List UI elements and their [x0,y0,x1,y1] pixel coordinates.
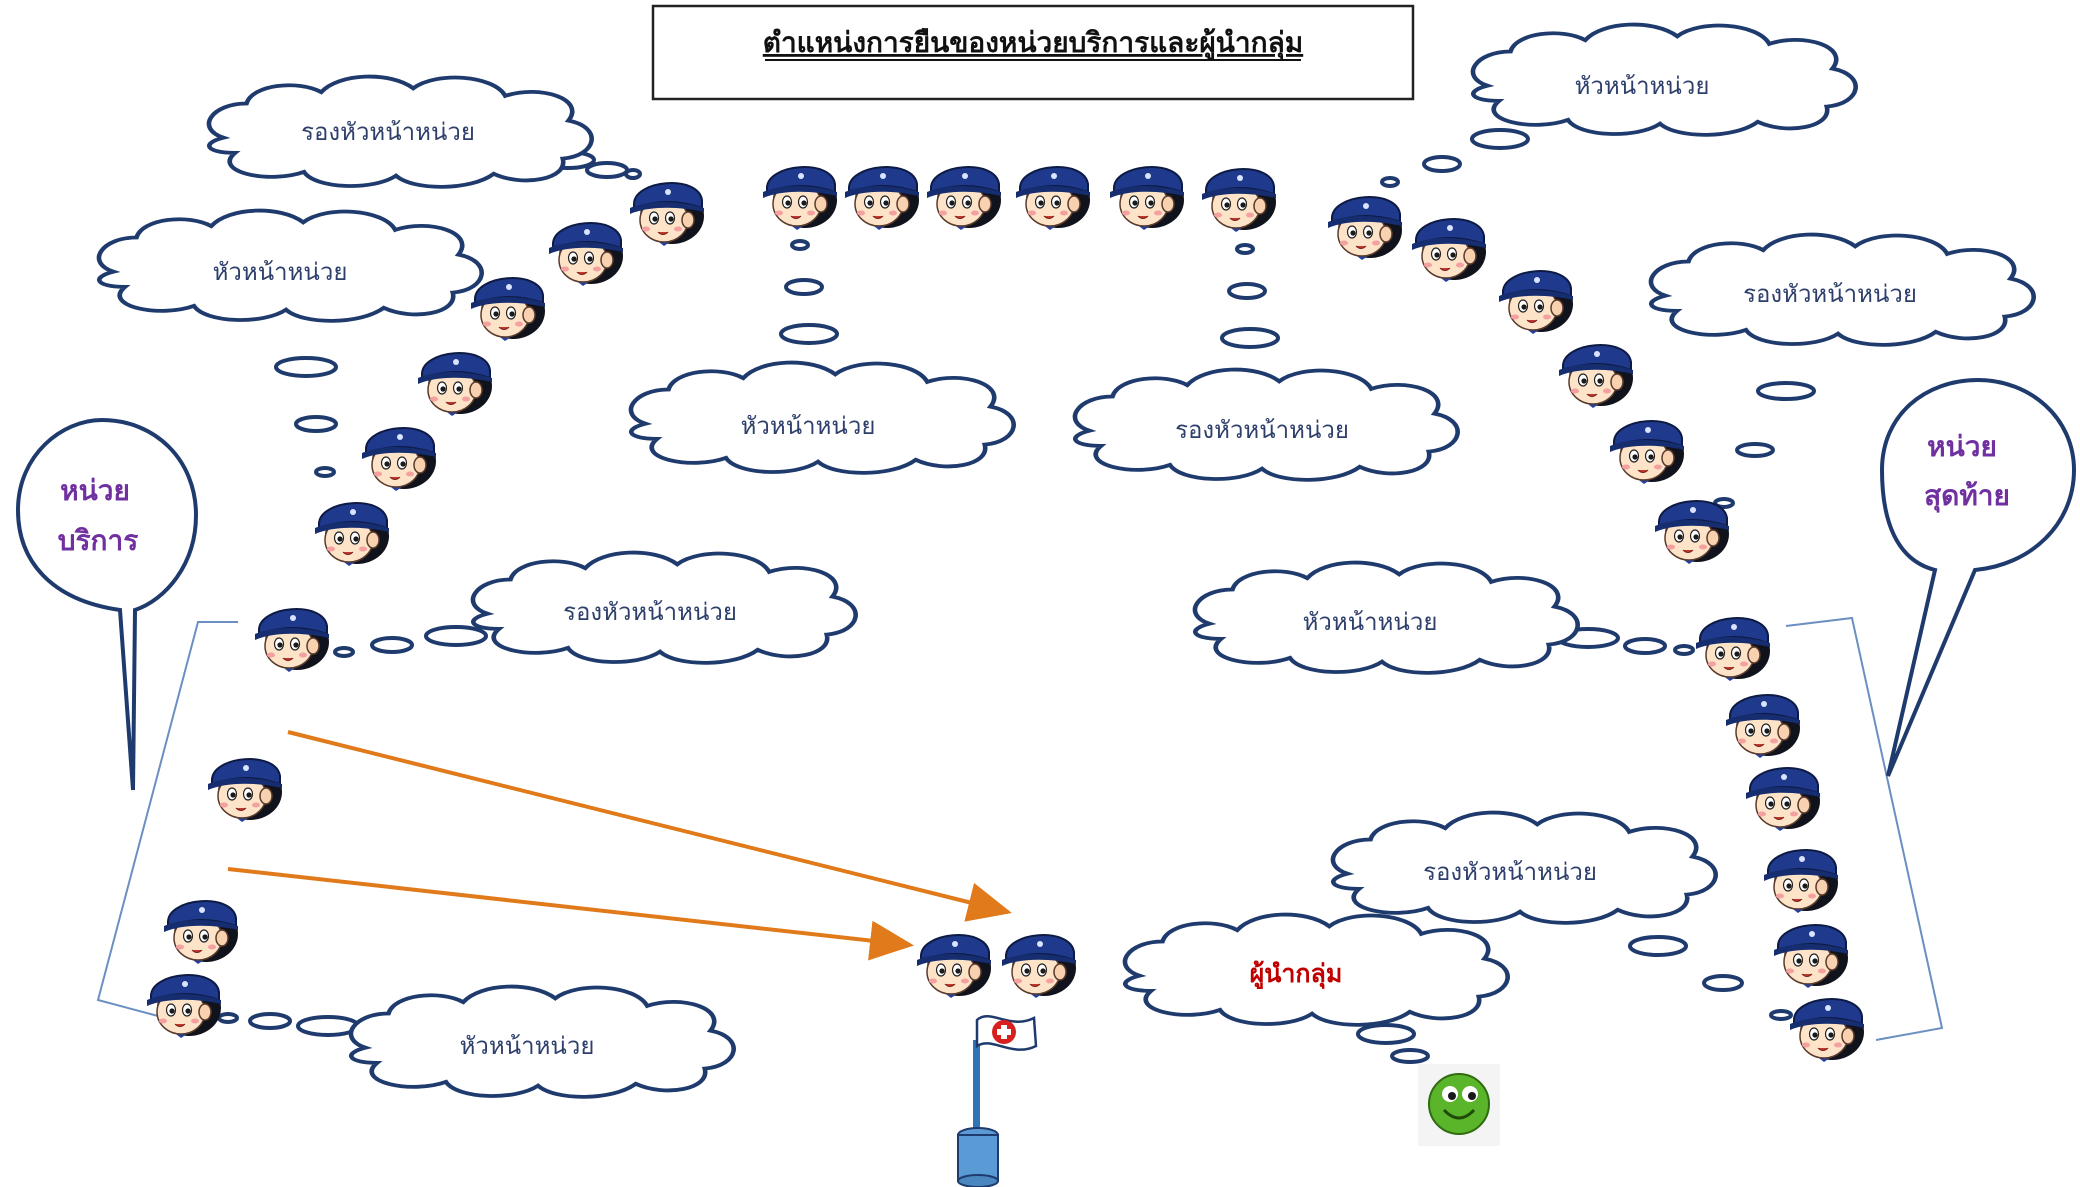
leader-label: ผู้นำกลุ่ม [1250,959,1343,990]
cloud-label: รองหัวหน้าหน่วย [1743,280,1917,308]
cloud-deputy-left-mid: รองหัวหน้าหน่วย [473,553,856,663]
boy-scout-head-icon [548,222,624,287]
boy-scout-head-icon [1001,934,1077,999]
boy-scout-head-icon [1789,998,1865,1063]
callout-service-unit: หน่วย บริการ [15,417,199,791]
callout-service-unit-line2: บริการ [58,524,139,557]
cloud-label: หัวหน้าหน่วย [1575,72,1710,100]
left-bracket [96,621,238,1017]
boy-scout-head-icon [1411,218,1487,283]
cloud-deputy-center-right: รองหัวหน้าหน่วย [1075,370,1458,480]
boy-scout-head-icon [254,608,330,673]
boy-scout-head-icon [146,974,222,1039]
boy-scout-head-icon [844,166,920,231]
boy-scout-head-icon [470,277,546,342]
right-bracket [1785,616,1944,1041]
cloud-deputy-lower-right: รองหัวหน้าหน่วย [1333,813,1716,923]
boy-scout-head-icon [1745,767,1821,832]
cloud-head-top-right: หัวหน้าหน่วย [1473,25,1856,135]
boy-scout-head-icon [1015,166,1091,231]
arrow-lower [227,867,914,961]
cloud-label: รองหัวหน้าหน่วย [1175,416,1349,444]
boy-scout-head-icon [762,166,838,231]
boy-scout-head-icon [1498,270,1574,335]
thought-bubble-dots [217,128,1816,1078]
cloud-label: รองหัวหน้าหน่วย [563,598,737,626]
cloud-label: รองหัวหน้าหน่วย [1423,858,1597,886]
boy-scout-head-icon [1558,344,1634,409]
boy-scout-head-icon [1654,500,1730,565]
boy-scout-head-icon [1609,420,1685,485]
cloud-label: หัวหน้าหน่วย [1303,608,1438,636]
boy-scout-head-icon [629,182,705,247]
cloud-deputy-top-left: รองหัวหน้าหน่วย [209,77,592,187]
boy-scout-head-icon [1109,166,1185,231]
callout-last-unit-line2: สุดท้าย [1924,479,2010,513]
cloud-label: หัวหน้าหน่วย [213,258,348,286]
boy-scout-head-icon [1773,924,1849,989]
callout-last-unit-line1: หน่วย [1927,430,1997,463]
boy-scout-head-icon [916,934,992,999]
boy-scout-head-icon [1763,849,1839,914]
cloud-leader: ผู้นำกลุ่ม [1125,915,1508,1025]
boy-scout-head-icon [314,502,390,567]
cloud-label: รองหัวหน้าหน่วย [301,118,475,146]
boy-scout-head-icon [207,758,283,823]
cloud-head-right-mid: หัวหน้าหน่วย [1195,563,1578,673]
flag-icon [957,1015,1038,1187]
cloud-deputy-right: รองหัวหน้าหน่วย [1651,235,2034,345]
cloud-head-center-left: หัวหน้าหน่วย [631,363,1014,473]
cloud-label: หัวหน้าหน่วย [460,1032,595,1060]
boy-scout-head-icon [926,166,1002,231]
smiley-icon [1418,1064,1500,1146]
cloud-head-lower-left: หัวหน้าหน่วย [351,987,734,1097]
movement-arrows [227,730,1012,961]
boy-scout-head-icon [361,427,437,492]
boy-scout-head-icon [1725,694,1801,759]
page-title: ตำแหน่งการยืนของหน่วยบริการและผู้นำกลุ่ม [763,26,1303,60]
boy-scout-head-icon [163,900,239,965]
boy-scout-head-icon [1695,617,1771,682]
cloud-head-left: หัวหน้าหน่วย [99,211,482,321]
arrow-upper [287,730,1012,922]
boy-scout-head-icon [417,352,493,417]
callout-last-unit: หน่วย สุดท้าย [1879,377,2077,777]
cloud-label: หัวหน้าหน่วย [741,412,876,440]
boy-scout-head-icon [1201,168,1277,233]
boy-scout-head-icon [1327,196,1403,261]
title-box: ตำแหน่งการยืนของหน่วยบริการและผู้นำกลุ่ม [651,4,1415,101]
callout-service-unit-line1: หน่วย [60,474,130,507]
